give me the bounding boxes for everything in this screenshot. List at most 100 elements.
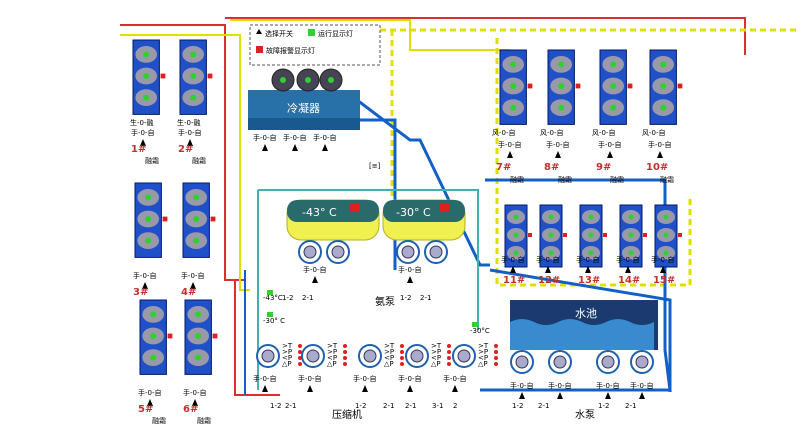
unit-run-light (145, 237, 152, 244)
switch-icon (190, 282, 196, 289)
water-surface (510, 319, 654, 350)
unit-run-light (628, 232, 634, 238)
selector-switch-right-15: 手-0-自 (651, 255, 675, 273)
switch-label: 手-0-自 (138, 388, 162, 397)
fan-label: 风-0-自 (492, 128, 516, 137)
selector-switch-water-3: 手-0-自 (596, 381, 620, 399)
unit-run-light (558, 61, 565, 68)
unit-run-light (588, 232, 594, 238)
left-unit-labels-5: 手-0-自5#融霜 (138, 388, 166, 425)
unit-code: 3# (133, 287, 148, 298)
evaporator-unit-left-1 (132, 39, 166, 115)
unit-run-light (150, 354, 157, 361)
legend-switch-label: 选择开关 (265, 29, 293, 38)
unit-run-light (513, 232, 519, 238)
unit-fault-light (643, 233, 647, 237)
protection-light (400, 344, 404, 348)
switch-icon (510, 266, 516, 273)
unit-fault-light (212, 333, 218, 339)
unit-fault-light (575, 83, 581, 89)
protection-signal-label: >T (384, 342, 395, 350)
condenser-fan-run-light-2 (305, 77, 311, 83)
blue-pipe-1 (356, 98, 490, 267)
protection-light (447, 362, 451, 366)
protection-signal-label: <P (384, 354, 394, 362)
unit-run-light (558, 83, 565, 89)
switch-label: 手-0-自 (398, 374, 422, 383)
compressor-num: 2-1 (285, 402, 296, 410)
switch-icon (657, 151, 663, 158)
ammonia-pump-label: 氨泵 (375, 295, 395, 308)
ammonia-pump-num: 1-2 (282, 294, 293, 302)
unit-run-light (195, 333, 202, 339)
water-pump-4 (630, 350, 654, 374)
unit-run-light (558, 104, 565, 111)
unit-run-light (610, 104, 617, 111)
unit-fault-light (207, 73, 213, 79)
switch-label: 手-0-自 (178, 128, 202, 137)
selector-switch-right-9: 手-0-自 (598, 140, 622, 158)
unit-fault-light (527, 83, 533, 89)
selector-switch-right-7: 手-0-自 (498, 140, 522, 158)
fan-label: 风-0-自 (642, 128, 666, 137)
right-unit-labels-11: 手-0-自11# (501, 255, 525, 286)
selector-switch-right-10: 手-0-自 (648, 140, 672, 158)
fan-label: 风-0-自 (540, 128, 564, 137)
readout-r1: -30°C (470, 327, 490, 335)
unit-run-light (660, 83, 667, 89)
fan-label: 风-0-自 (592, 128, 616, 137)
left-unit-labels-2: 生-0-融手-0-自2#融霜 (177, 118, 206, 165)
ammonia-pump-num: 2-1 (420, 294, 431, 302)
compressor-2: >T>P<P△P (301, 342, 347, 368)
red-pipe-top (225, 17, 746, 55)
water-pump-label: 水泵 (575, 409, 595, 421)
selector-switch-right-14: 手-0-自 (616, 255, 640, 273)
protection-signal-label: <P (431, 354, 441, 362)
switch-label: 手-0-自 (501, 255, 525, 264)
right-unit-labels-10: 风-0-自手-0-自10#融霜 (642, 128, 674, 184)
compressor-num: 2-1 (383, 402, 394, 410)
switch-label: 手-0-自 (183, 388, 207, 397)
condenser-fans (271, 68, 343, 92)
unit-run-light (143, 94, 150, 101)
switch-icon (605, 392, 611, 399)
compressor-num: 1-2 (355, 402, 366, 410)
switch-label: 手-0-自 (398, 265, 422, 274)
defrost-label: 融霜 (558, 175, 572, 184)
switch-icon (147, 399, 153, 406)
blue-pipe-2 (360, 118, 397, 270)
selector-switch-left-4: 手-0-自 (181, 271, 205, 289)
condenser-base (248, 118, 360, 130)
switch-label: 手-0-自 (630, 381, 654, 390)
switch-label: 手-0-自 (313, 133, 337, 142)
switch-label: 手-0-自 (131, 128, 155, 137)
fault-light-legend-icon (256, 46, 263, 53)
switch-icon (187, 139, 193, 146)
switch-icon (407, 385, 413, 392)
water-pool: 水池 (510, 300, 658, 350)
ammonia-pump-rotor (401, 245, 415, 259)
unit-run-light (510, 83, 517, 89)
evaporator-unit-left-5 (139, 299, 173, 375)
switch-label: 手-0-自 (133, 271, 157, 280)
condenser-fan-run-light-1 (280, 77, 286, 83)
water-pump-rotor (635, 355, 649, 369)
unit-code: 12# (538, 275, 560, 286)
protection-light (494, 362, 498, 366)
selector-switch-left-2: 手-0-自 (178, 128, 202, 146)
compressor-num: 2 (453, 402, 457, 410)
unit-run-light (610, 61, 617, 68)
unit-run-light (513, 214, 519, 220)
protection-light (447, 344, 451, 348)
switch-icon (292, 144, 298, 151)
switch-icon (192, 399, 198, 406)
evaporator-unit-left-2 (179, 39, 213, 115)
selector-switch-left-5: 手-0-自 (138, 388, 162, 406)
unit-fault-light (627, 83, 633, 89)
protection-light (494, 350, 498, 354)
switch-icon (585, 266, 591, 273)
right-unit-labels-13: 手-0-自13# (576, 255, 600, 286)
unit-run-light (190, 73, 197, 79)
protection-signal-label: <P (327, 354, 337, 362)
